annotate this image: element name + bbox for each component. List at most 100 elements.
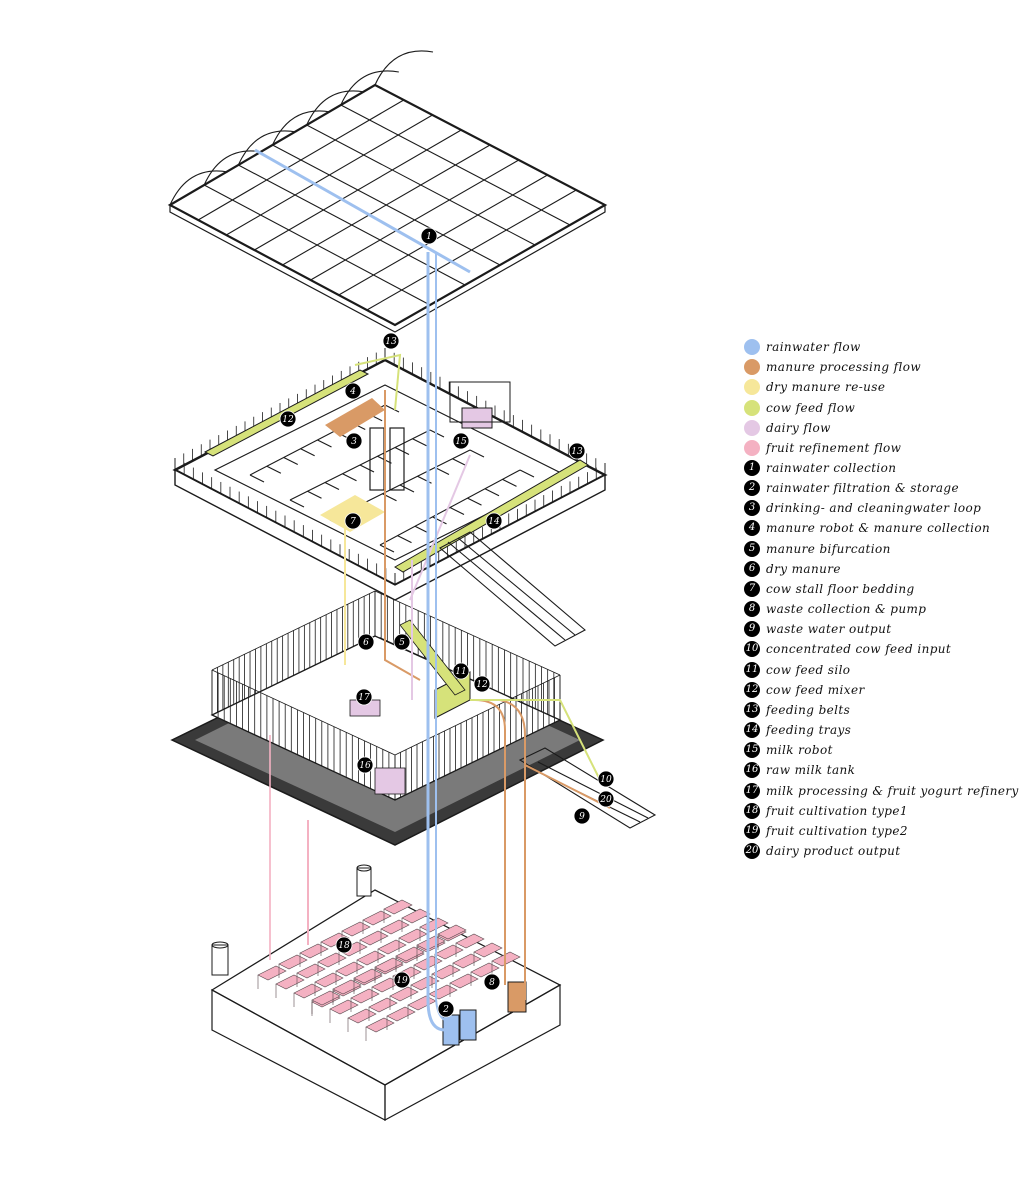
number-badge-icon: 18 [744,802,760,819]
roof-truss-line [310,159,520,281]
callout-badge-icon [279,410,297,428]
callout-badge-icon [355,688,373,706]
cubicle-divider [452,458,467,467]
callout-label: 19 [396,976,408,986]
roof-arch [237,130,297,166]
legend-label: milk robot [766,743,833,758]
roof-arch [340,70,399,106]
cubicle-divider [379,544,395,553]
fruit-rack-shelf [401,908,431,924]
legend-label: dairy flow [766,420,831,435]
cubicle-divider [484,488,500,497]
callout-label: 6 [363,638,369,648]
roof-truss-line [225,114,433,236]
legend-label: dry manure re-use [766,380,886,395]
feed-pipe [470,699,601,781]
legend-label: fruit cultivation type1 [766,803,908,818]
stall-fence [174,348,606,585]
cubicle-divider [317,439,332,448]
number-badge-icon: 6 [744,560,760,577]
legend-item-18: 18 fruit cultivation type1 [744,801,1029,821]
legend-label: milk processing & fruit yogurt refinery [766,783,1019,798]
number-badge-icon: 13 [744,701,760,718]
callout-label: 15 [455,437,467,447]
callout-label: 17 [358,693,370,703]
manure-collection-area [325,398,385,437]
processing-level [170,590,657,846]
legend-label: waste water output [766,622,892,637]
legend-flow-dry-manure: dry manure re-use [744,377,1029,397]
cubicle-divider [300,448,315,457]
callout-badge-icon [345,432,363,450]
legend-label: raw milk tank [766,763,856,778]
roof-arch [271,110,331,146]
callout-label: 8 [489,978,495,988]
number-badge-icon: 9 [744,621,760,638]
manure-pipe-1 [384,390,421,681]
number-badge-icon: 15 [744,742,760,759]
number-badge-icon: 20 [744,842,760,859]
legend-label: rainwater collection [766,461,897,476]
callout-label: 20 [599,795,612,805]
waste-pump [507,981,527,1013]
cubicle-divider [359,464,375,473]
cubicle-divider [449,507,465,515]
legend-flow-fruit: fruit refinement flow [744,438,1029,458]
number-badge-icon: 16 [744,762,760,779]
cubicle-divider [397,535,412,544]
waste-output-pipe [524,764,611,809]
roof-arch [374,50,434,86]
callout-badge-icon [393,971,411,989]
number-badge-icon: 11 [744,661,760,678]
number-badge-icon: 10 [744,641,760,658]
legend-label: cow feed silo [766,662,851,677]
cubicle-divider [412,438,427,447]
basement-wall-right [384,983,561,1122]
legend-item-16: 16 raw milk tank [744,760,1029,780]
callout-badge-icon [452,662,470,680]
number-badge-icon: 5 [744,540,760,557]
legend-flow-dairy: dairy flow [744,418,1029,438]
roof-truss-line [366,189,577,311]
callout-label: 10 [600,775,612,785]
cubicle-divider [342,473,357,482]
storage-tanks [442,1009,477,1046]
cubicle-divider [467,497,482,506]
cubicle-divider [432,516,447,525]
number-badge-icon: 8 [744,601,760,618]
cubicle-divider [307,490,322,499]
callout-badge-icon [344,382,362,400]
flow-swatch-icon [744,439,760,456]
callout-label: 2 [442,1005,449,1015]
callout-badge-icon [420,227,438,245]
roof-truss-line [197,99,405,221]
fruit-rack-shelf [383,899,413,915]
callout-label: 13 [385,337,397,347]
roof-truss-line [282,144,491,266]
cubicle-divider [249,474,265,483]
legend-label: concentrated cow feed input [766,642,952,657]
rainwater-pipe [426,252,446,1032]
flow-pipes [254,148,611,1032]
callout-label: 3 [351,437,357,447]
callout-badge-icon [356,756,374,774]
number-badge-icon: 7 [744,580,760,597]
stall-dairy-pipe [409,454,471,601]
roof-level [167,50,608,333]
legend-label: manure bifurcation [766,541,891,556]
cubicle-divider [266,465,282,474]
fruit-rack-shelf [437,924,467,940]
cubicle-divider [399,484,415,493]
roof-arch [169,170,229,206]
callout-badge-icon [485,512,503,530]
cubicle-divider [434,467,450,475]
legend-label: fruit cultivation type2 [766,823,908,838]
legend-label: manure processing flow [766,360,922,375]
number-badge-icon: 19 [744,822,760,839]
